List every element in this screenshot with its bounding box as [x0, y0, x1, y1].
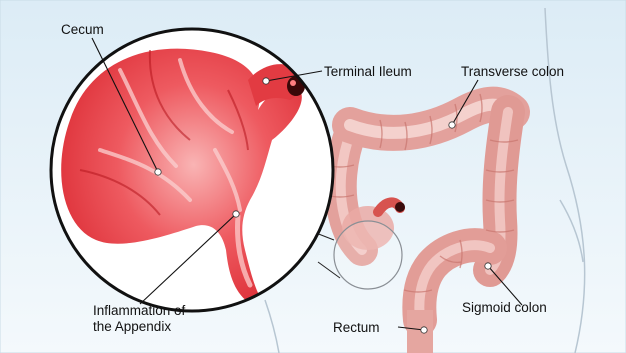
label-rectum: Rectum: [333, 320, 380, 335]
magnified-view: [51, 29, 333, 311]
label-inflammation-line2: the Appendix: [93, 319, 171, 334]
appendix-location-circle: [334, 221, 402, 289]
label-sigmoid-colon: Sigmoid colon: [462, 300, 547, 315]
label-inflammation-line1: Inflammation of: [93, 303, 185, 318]
label-cecum: Cecum: [61, 22, 104, 37]
label-transverse-colon: Transverse colon: [461, 64, 564, 79]
label-terminal-ileum: Terminal Ileum: [324, 64, 412, 79]
